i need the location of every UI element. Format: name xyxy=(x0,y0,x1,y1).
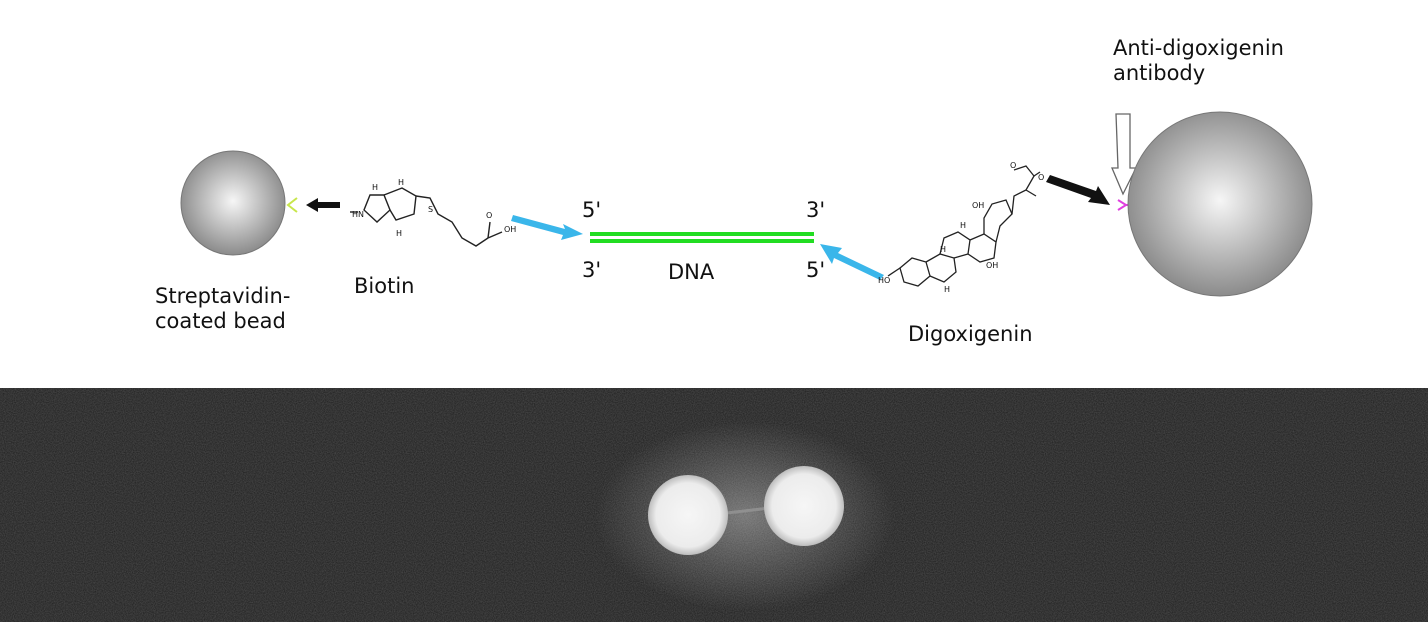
biotin-atom-hn: HN xyxy=(352,210,364,219)
micrograph-halo xyxy=(595,421,895,611)
biotin-atom-s: S xyxy=(428,205,433,214)
digoxigenin-atom-o2: O xyxy=(1010,161,1016,170)
streptavidin-bead-label: Streptavidin- coated bead xyxy=(155,284,291,334)
biotin-atom-oh: OH xyxy=(504,225,516,234)
biotin-bind-arrow xyxy=(306,198,340,212)
digoxigenin-atom-h1: H xyxy=(940,245,946,254)
biotin-structure xyxy=(350,187,503,247)
digoxigenin-atom-oh1: OH xyxy=(972,201,984,210)
antibody-bead xyxy=(1127,111,1313,297)
dna-5prime-left: 5' xyxy=(582,198,602,222)
biotin-atom-o: O xyxy=(486,211,492,220)
digoxigenin-label: Digoxigenin xyxy=(908,322,1033,346)
digoxigenin-dna-link-arrow xyxy=(820,244,884,280)
fluorescence-micrograph xyxy=(0,388,1428,622)
micrograph-drawing xyxy=(0,388,1428,622)
dna-3prime-right: 3' xyxy=(806,198,826,222)
biotin-dna-link-arrow xyxy=(511,215,583,240)
biotin-atom-h2: H xyxy=(398,178,404,187)
digoxigenin-atom-h3: H xyxy=(944,285,950,294)
digoxigenin-bind-arrow xyxy=(1046,175,1110,205)
digoxigenin-atom-oh2: OH xyxy=(986,261,998,270)
trapped-bead-left xyxy=(648,475,728,555)
dna-3prime-left: 3' xyxy=(582,258,602,282)
streptavidin-marker xyxy=(286,197,298,213)
digoxigenin-atom-o1: O xyxy=(1038,173,1044,182)
biotin-atom-h3: H xyxy=(396,229,402,238)
dna-label: DNA xyxy=(668,260,715,284)
biotin-label: Biotin xyxy=(354,274,415,298)
digoxigenin-atom-ho: HO xyxy=(878,276,890,285)
antibody-label: Anti-digoxigenin antibody xyxy=(1113,36,1284,86)
biotin-atom-h1: H xyxy=(372,183,378,192)
dna-tether-schematic: H HN H H S O OH HO O O OH OH H xyxy=(155,36,1313,346)
trapped-bead-right xyxy=(764,466,844,546)
schematic-drawing: H HN H H S O OH HO O O OH OH H xyxy=(180,111,1313,297)
dna-5prime-right: 5' xyxy=(806,258,826,282)
streptavidin-bead xyxy=(180,150,286,256)
digoxigenin-atom-h2: H xyxy=(960,221,966,230)
digoxigenin-structure xyxy=(887,165,1041,287)
